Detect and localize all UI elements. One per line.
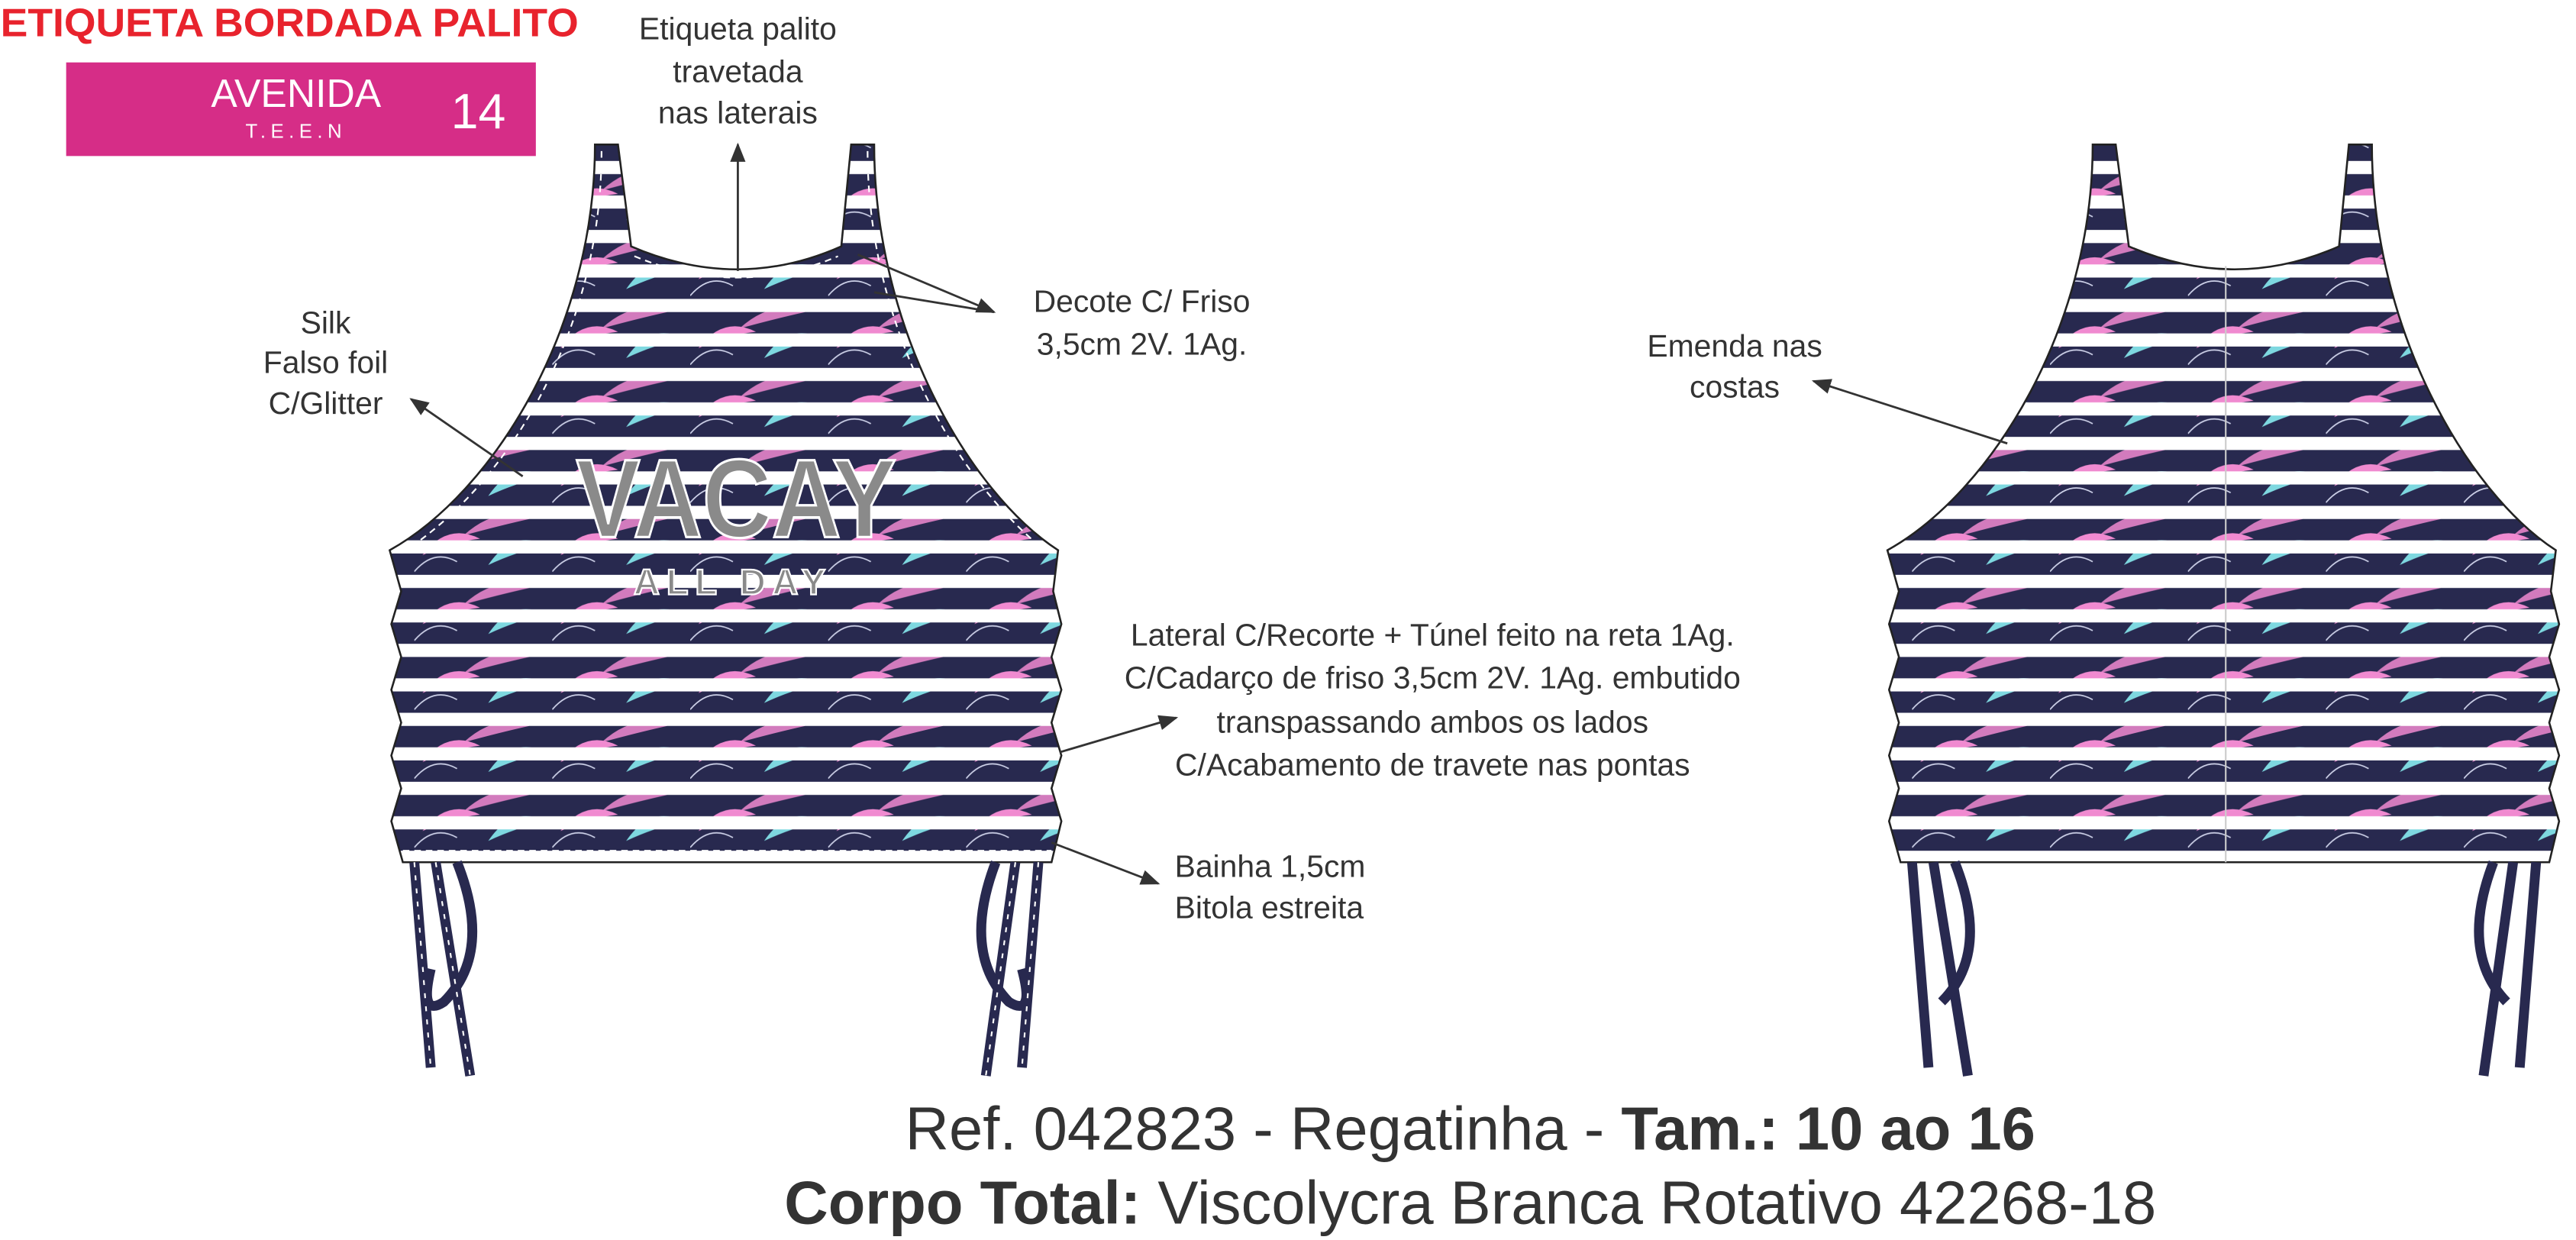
svg-text:Emenda nas: Emenda nas: [1647, 328, 1822, 363]
print-all-day: ALL DAY: [634, 563, 832, 603]
annotation-lateral: Lateral C/Recorte + Túnel feito na reta …: [1125, 617, 1741, 782]
arrow-emenda: [1811, 379, 2008, 445]
footer-ref: Ref. 042823 - Regatinha - Tam.: 10 ao 16: [905, 1095, 2035, 1163]
left-tie: [409, 860, 478, 1077]
svg-text:Etiqueta palito: Etiqueta palito: [639, 11, 837, 47]
svg-text:Bainha 1,5cm: Bainha 1,5cm: [1175, 849, 1366, 884]
brand-number: 14: [451, 84, 506, 139]
arrow-silk: [409, 398, 524, 477]
footer-body: Corpo Total: Viscolycra Branca Rotativo …: [784, 1168, 2156, 1236]
svg-text:costas: costas: [1690, 370, 1780, 405]
annotation-silk: Silk Falso foil C/Glitter: [263, 305, 389, 421]
svg-text:C/Glitter: C/Glitter: [269, 386, 383, 421]
annotation-bainha: Bainha 1,5cm Bitola estreita: [1175, 849, 1366, 925]
print-vacay: VACAY: [576, 436, 896, 560]
brand-sub: T.E.E.N: [245, 121, 347, 143]
svg-text:Falso foil: Falso foil: [263, 344, 389, 379]
brand-name: AVENIDA: [211, 71, 381, 115]
header-title: ETIQUETA BORDADA PALITO: [1, 0, 579, 44]
svg-text:transpassando ambos os lados: transpassando ambos os lados: [1216, 704, 1648, 739]
arrow-decote-2: [873, 291, 995, 314]
annotation-emenda: Emenda nas costas: [1647, 328, 1822, 405]
annotation-etiqueta: Etiqueta palito travetada nas laterais: [639, 11, 837, 131]
svg-text:Lateral C/Recorte + Túnel feit: Lateral C/Recorte + Túnel feito na reta …: [1131, 617, 1735, 652]
brand-label: AVENIDA T.E.E.N 14: [66, 62, 536, 157]
svg-text:Decote C/ Friso: Decote C/ Friso: [1034, 284, 1251, 319]
svg-text:Bitola estreita: Bitola estreita: [1175, 890, 1364, 925]
svg-text:3,5cm 2V. 1Ag.: 3,5cm 2V. 1Ag.: [1037, 327, 1248, 362]
svg-text:C/Cadarço de friso 3,5cm 2V. 1: C/Cadarço de friso 3,5cm 2V. 1Ag. embuti…: [1125, 660, 1741, 695]
arrow-decote-1: [857, 253, 996, 313]
front-view: VACAY ALL DAY: [389, 143, 1063, 1077]
annotation-decote: Decote C/ Friso 3,5cm 2V. 1Ag.: [1034, 284, 1251, 362]
arrow-bainha: [1051, 841, 1160, 885]
svg-text:nas laterais: nas laterais: [658, 95, 818, 130]
back-view: [1886, 143, 2561, 1077]
right-tie: [976, 860, 1044, 1077]
svg-text:Silk: Silk: [301, 305, 351, 341]
svg-text:C/Acabamento de travete nas po: C/Acabamento de travete nas pontas: [1175, 747, 1690, 782]
svg-text:travetada: travetada: [673, 54, 803, 89]
arrow-lateral: [1059, 715, 1179, 754]
